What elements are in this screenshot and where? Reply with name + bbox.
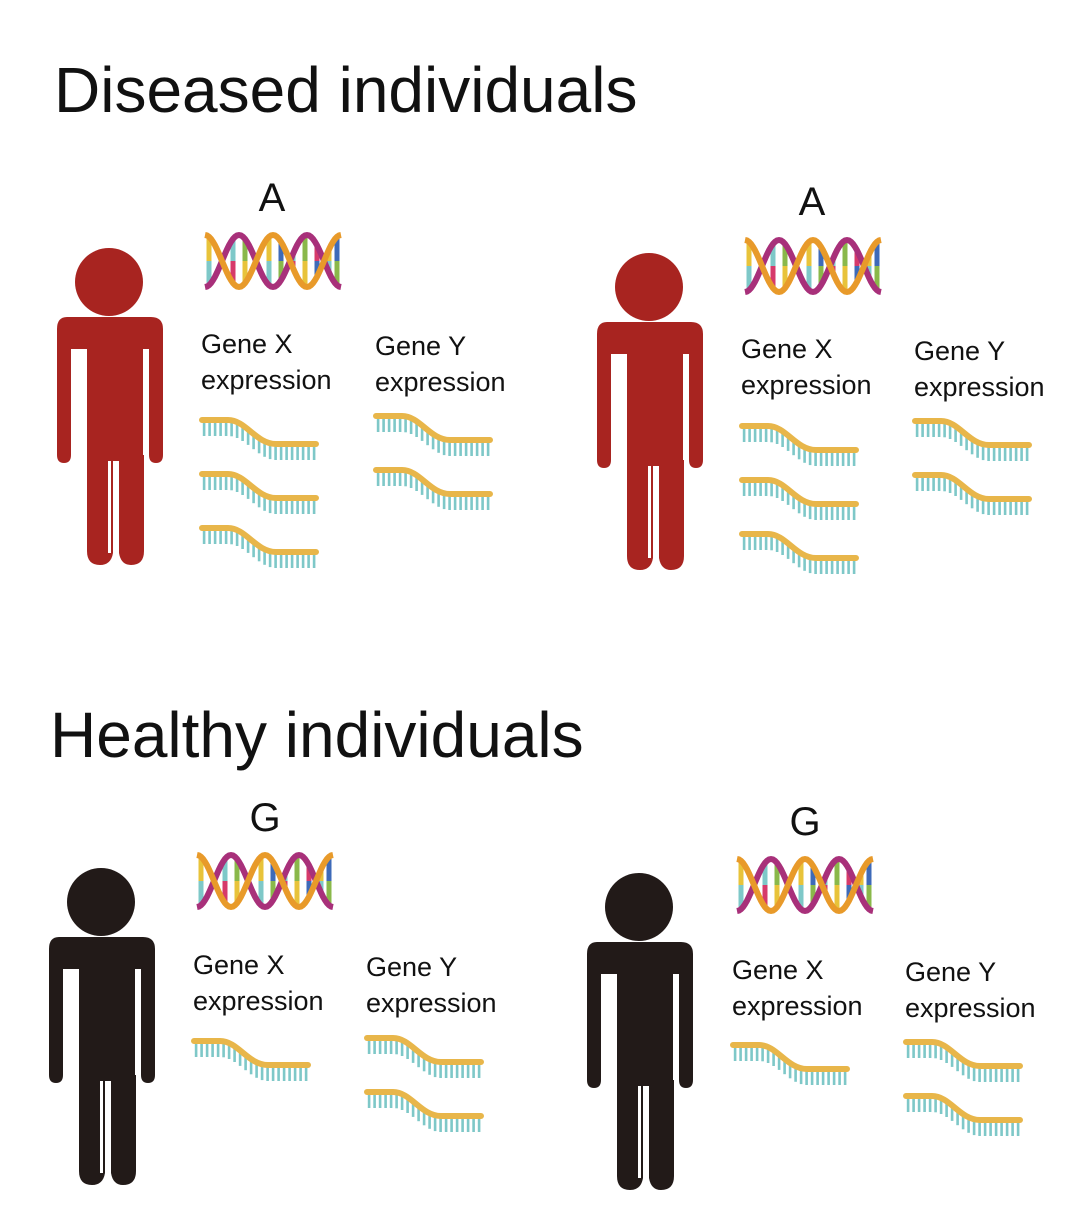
mrna-strand-icon	[730, 1042, 850, 1085]
dna-helix-icon	[736, 855, 874, 915]
person-icon	[587, 873, 693, 1190]
gene-x-transcripts	[198, 412, 320, 574]
dna-helix-icon	[744, 236, 882, 296]
dna-helix-icon	[196, 851, 334, 911]
mrna-strand-icon	[199, 417, 319, 460]
person-icon	[57, 248, 163, 565]
mrna-strand-icon	[739, 531, 859, 574]
healthy-section-title: Healthy individuals	[50, 699, 584, 771]
mrna-strand-icon	[191, 1038, 311, 1081]
mrna-strand-icon	[903, 1039, 1023, 1082]
mrna-strand-icon	[199, 525, 319, 568]
allele-label: G	[789, 800, 821, 844]
mrna-strand-icon	[903, 1093, 1023, 1136]
gene-x-transcripts	[729, 1037, 851, 1091]
gene-y-transcripts	[363, 1030, 485, 1138]
allele-label: G	[249, 796, 281, 840]
gene-x-transcripts	[190, 1033, 312, 1087]
mrna-strand-icon	[739, 477, 859, 520]
person-icon	[49, 868, 155, 1185]
mrna-strand-icon	[364, 1089, 484, 1132]
gene-y-transcripts	[911, 413, 1033, 521]
diseased-section-title: Diseased individuals	[54, 54, 638, 126]
person-icon	[597, 253, 703, 570]
mrna-strand-icon	[199, 471, 319, 514]
mrna-strand-icon	[912, 418, 1032, 461]
gene-y-transcripts	[372, 408, 494, 516]
dna-helix-icon	[204, 231, 342, 291]
mrna-strand-icon	[373, 413, 493, 456]
gene-x-transcripts	[738, 418, 860, 580]
mrna-strand-icon	[364, 1035, 484, 1078]
allele-label: A	[258, 176, 286, 220]
gene-y-transcripts	[902, 1034, 1024, 1142]
mrna-strand-icon	[373, 467, 493, 510]
mrna-strand-icon	[912, 472, 1032, 515]
allele-label: A	[798, 180, 826, 224]
mrna-strand-icon	[739, 423, 859, 466]
